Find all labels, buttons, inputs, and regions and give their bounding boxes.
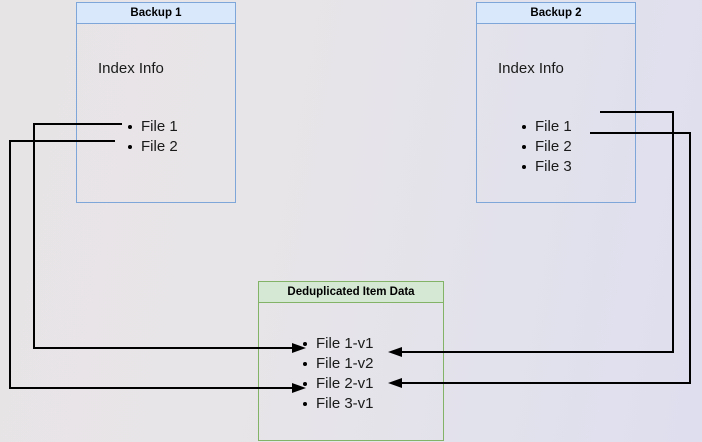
node-backup-2-body: Index Info File 1 File 2 File 3 bbox=[476, 24, 636, 203]
dedup-file-list-inner: File 1-v1 File 1-v2 File 2-v1 File 3-v1 bbox=[301, 334, 374, 414]
list-item: File 2 bbox=[126, 137, 178, 157]
backup-2-index-info-label: Index Info bbox=[498, 60, 564, 77]
node-backup-1-header: Backup 1 bbox=[76, 2, 236, 24]
node-backup-2-header: Backup 2 bbox=[476, 2, 636, 24]
backup-2-file-list: File 1 File 2 File 3 bbox=[520, 117, 572, 177]
list-item: File 1 bbox=[126, 117, 178, 137]
list-item: File 3-v1 bbox=[301, 394, 374, 414]
list-item: File 2 bbox=[520, 137, 572, 157]
node-backup-1[interactable]: Backup 1 Index Info File 1 File 2 bbox=[76, 2, 236, 203]
list-item: File 1 bbox=[520, 117, 572, 137]
list-item: File 1-v1 bbox=[301, 334, 374, 354]
list-item: File 2-v1 bbox=[301, 374, 374, 394]
node-deduplicated-item-data-header: Deduplicated Item Data bbox=[258, 281, 444, 303]
backup-1-index-info-label: Index Info bbox=[98, 60, 164, 77]
dedup-file-list: File 1-v1 File 1-v2 File 2-v1 File 3-v1 bbox=[301, 334, 374, 414]
node-backup-1-body: Index Info File 1 File 2 bbox=[76, 24, 236, 203]
backup-1-file-list: File 1 File 2 bbox=[126, 117, 178, 157]
node-backup-2[interactable]: Backup 2 Index Info File 1 File 2 File 3 bbox=[476, 2, 636, 203]
list-item: File 3 bbox=[520, 157, 572, 177]
node-deduplicated-item-data[interactable]: Deduplicated Item Data File 1-v1 File 1-… bbox=[258, 281, 444, 441]
node-deduplicated-item-data-body: File 1-v1 File 1-v2 File 2-v1 File 3-v1 bbox=[258, 303, 444, 441]
list-item: File 1-v2 bbox=[301, 354, 374, 374]
